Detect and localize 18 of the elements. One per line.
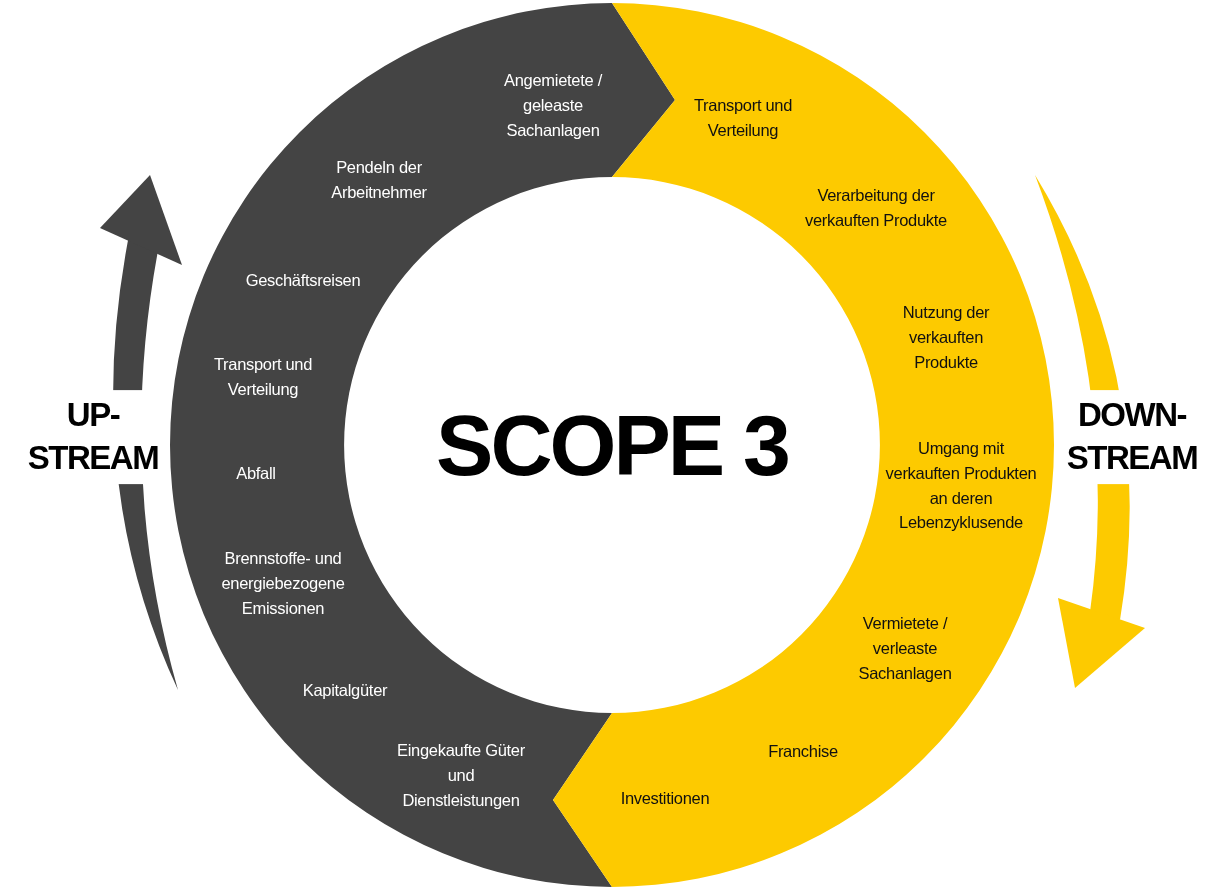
category-label: Verarbeitung der verkauften Produkte: [791, 183, 961, 233]
category-label: Vermietete / verleaste Sachanlagen: [845, 610, 965, 686]
category-label: Investitionen: [600, 785, 730, 811]
category-label: Eingekaufte Güter und Dienstleistungen: [395, 737, 527, 813]
category-label: Umgang mit verkauften Produkten an deren Lebenzyklusende: [882, 435, 1040, 535]
category-label: Kapitalgüter: [285, 677, 405, 703]
category-label: Angemietete / geleaste Sachanlagen: [488, 67, 618, 143]
category-label: Transport und Verteilung: [684, 93, 802, 143]
category-label: Franchise: [743, 738, 863, 764]
direction-label: UP- STREAM: [25, 390, 161, 484]
category-label: Brennstoffe- und energiebezogene Emissionen: [203, 545, 363, 621]
category-label: Transport und Verteilung: [204, 352, 322, 402]
category-label: Abfall: [206, 460, 306, 486]
title-text: SCOPE 3: [436, 395, 788, 495]
category-label: Nutzung der verkauften Produkte: [891, 299, 1001, 375]
category-label: Pendeln der Arbeitnehmer: [314, 155, 444, 205]
direction-label: DOWN- STREAM: [1064, 390, 1200, 484]
category-label: Geschäftsreisen: [228, 267, 378, 293]
